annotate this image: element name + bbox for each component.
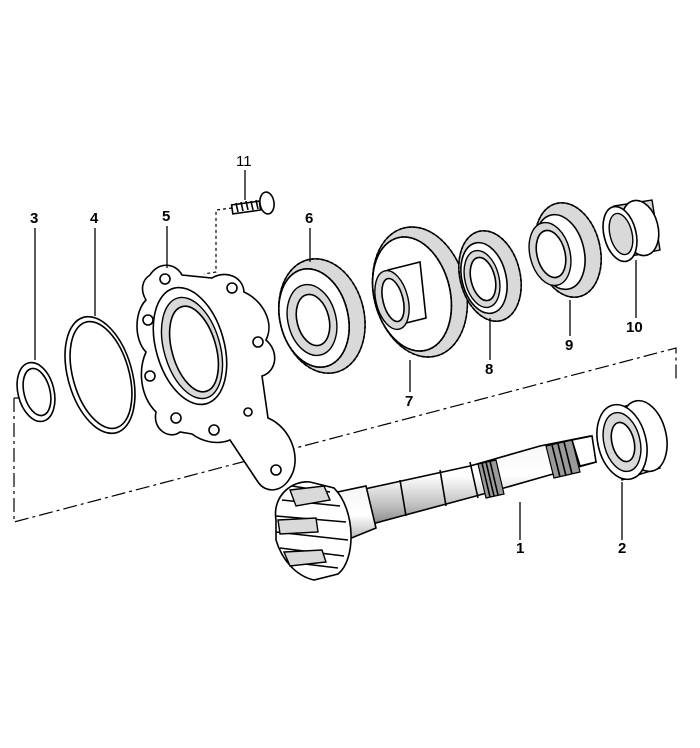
part-5-flange-cover <box>136 264 296 491</box>
part-7-gear <box>371 226 469 358</box>
part-9-gear <box>528 201 602 299</box>
part-4-o-ring <box>64 315 136 435</box>
part-8-gear <box>458 229 522 323</box>
part-3-snap-ring <box>16 361 56 423</box>
callout-4: 4 <box>90 210 99 227</box>
callout-10: 10 <box>626 319 643 336</box>
part-10-sleeve <box>602 199 661 263</box>
part-2-bearing <box>596 399 668 481</box>
part-6-gear <box>278 258 366 374</box>
callout-7: 7 <box>405 393 413 410</box>
callout-9: 9 <box>565 337 573 354</box>
callout-3: 3 <box>30 210 38 227</box>
callout-6: 6 <box>305 210 313 227</box>
callout-11: 11 <box>236 153 252 170</box>
part-1-pinion-shaft <box>274 435 597 581</box>
callout-1: 1 <box>516 540 524 557</box>
callout-5: 5 <box>162 208 170 225</box>
part-11-bolt <box>203 191 275 275</box>
callouts: 1 2 3 4 5 6 7 8 9 10 11 <box>30 153 643 557</box>
callout-2: 2 <box>618 540 626 557</box>
leader-lines <box>34 170 637 540</box>
callout-8: 8 <box>485 361 493 378</box>
